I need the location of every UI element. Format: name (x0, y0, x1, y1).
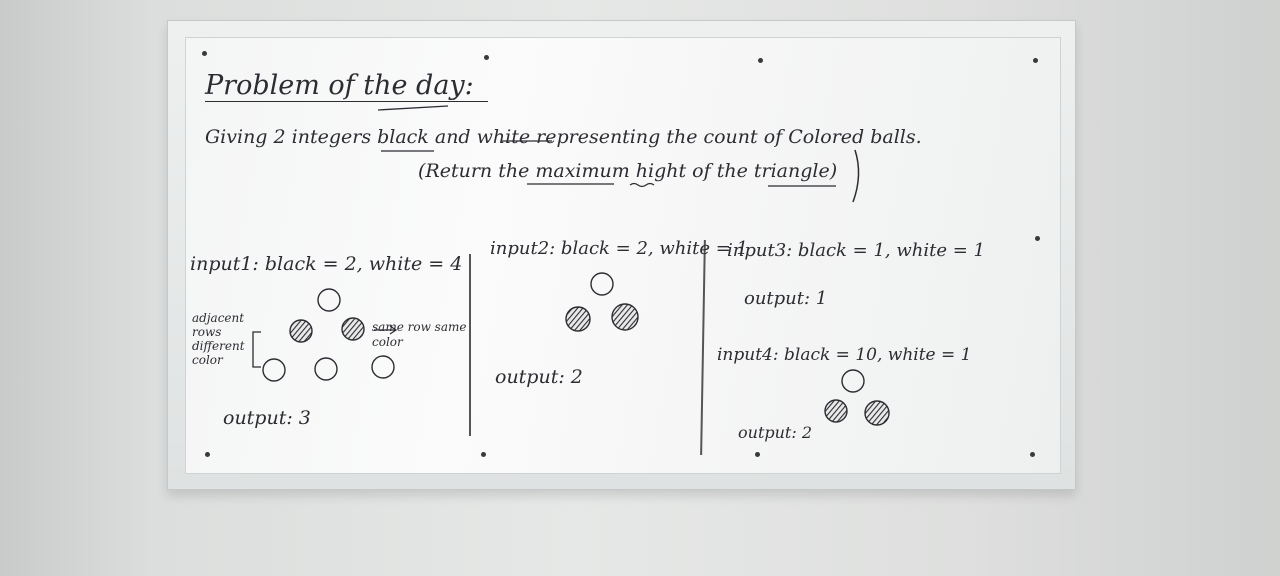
magnet (205, 452, 210, 457)
magnet (484, 55, 489, 60)
whiteboard (185, 37, 1061, 474)
adjacent-rows-note: adjacent rows different color (192, 311, 245, 367)
example-1-input: input1: black = 2, white = 4 (190, 253, 463, 275)
example-3-output: output: 1 (744, 288, 828, 309)
problem-task: (Return the maximum hight of the triangl… (418, 160, 838, 182)
magnet (758, 58, 763, 63)
example-4-input: input4: black = 10, white = 1 (717, 345, 972, 365)
example-3-input: input3: black = 1, white = 1 (727, 240, 985, 261)
example-1-output: output: 3 (223, 407, 311, 429)
column-divider (469, 254, 471, 436)
problem-title: Problem of the day: (205, 70, 488, 102)
example-2-input: input2: black = 2, white = 1 (490, 238, 748, 259)
problem-statement: Giving 2 integers black and white repres… (205, 126, 922, 148)
same-row-note: same row same color (372, 320, 467, 349)
magnet (1035, 236, 1040, 241)
example-4-output: output: 2 (738, 423, 812, 442)
magnet (481, 452, 486, 457)
magnet (755, 452, 760, 457)
magnet (1033, 58, 1038, 63)
magnet (202, 51, 207, 56)
example-2-output: output: 2 (495, 366, 583, 388)
magnet (1030, 452, 1035, 457)
